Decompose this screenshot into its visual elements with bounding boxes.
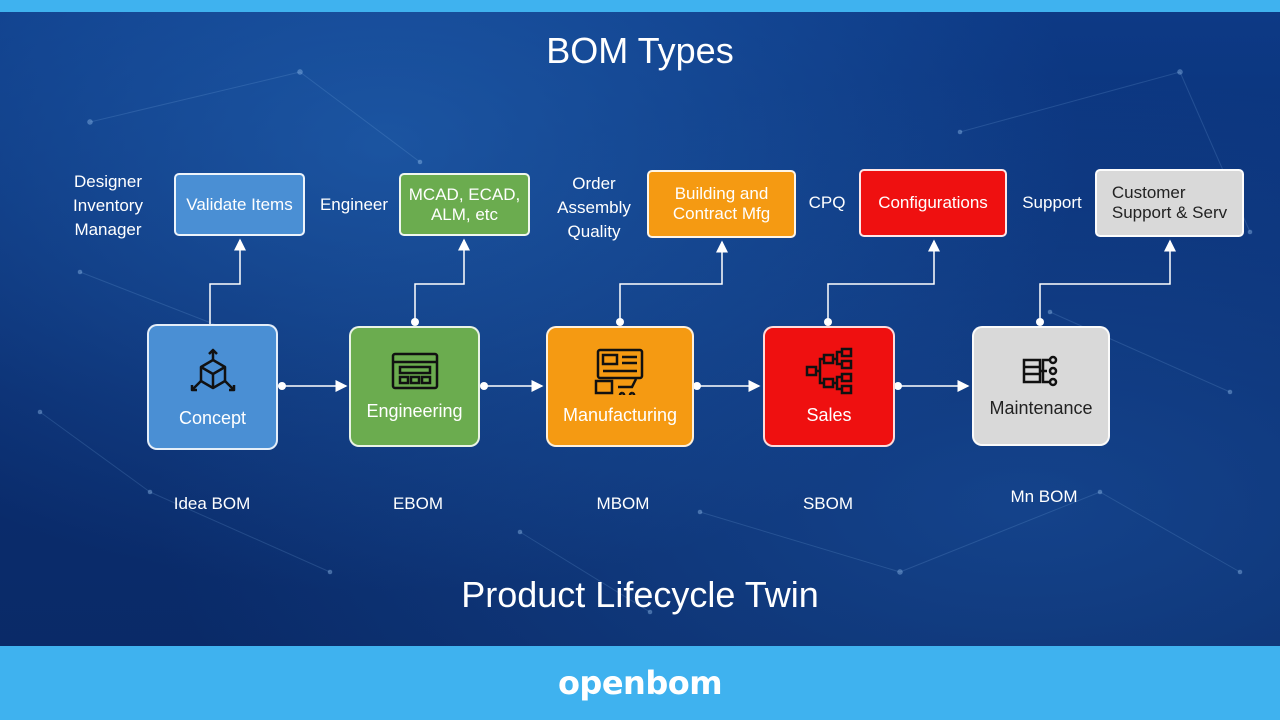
bom-label-idea: Idea BOM (173, 494, 251, 513)
output-box-mcad-ecad: MCAD, ECAD, ALM, etc (399, 173, 530, 236)
stage-label-manufacturing: Manufacturing (562, 405, 678, 425)
openbom-logo: openbom (557, 664, 723, 702)
brand-footer-bar: openbom (0, 646, 1280, 720)
network-background (37, 69, 1253, 615)
role-label-engineering: Engineer (319, 195, 389, 214)
stage-node-sales: Sales (763, 326, 895, 447)
output-box-building-contract: Building and Contract Mfg (647, 170, 796, 238)
stage-node-maintenance: Maintenance (972, 326, 1110, 446)
page-title: BOM Types (546, 30, 734, 71)
stage-label-sales: Sales (806, 405, 852, 425)
bom-label-sbom: SBOM (802, 494, 854, 513)
hierarchy-tree-icon (805, 347, 853, 395)
output-box-configurations: Configurations (859, 169, 1007, 237)
output-box-validate-items: Validate Items (174, 173, 305, 236)
factory-machine-icon (594, 348, 644, 395)
stage-node-manufacturing: Manufacturing (546, 326, 694, 447)
bom-label-mn-bom: Mn BOM (1010, 487, 1078, 506)
browser-window-icon (391, 352, 438, 390)
stage-label-engineering: Engineering (366, 401, 463, 421)
output-box-customer-support: Customer Support & Serv (1095, 169, 1244, 237)
stage-label-concept: Concept (178, 407, 247, 428)
stage-label-maintenance: Maintenance (989, 397, 1093, 418)
cube-network-icon (190, 348, 235, 391)
stage-node-engineering: Engineering (349, 326, 480, 447)
list-tree-icon (1022, 355, 1058, 386)
page-subtitle: Product Lifecycle Twin (461, 574, 819, 615)
stage-node-concept: Concept (147, 324, 278, 450)
role-label-maintenance: Support (1022, 193, 1082, 212)
bom-label-ebom: EBOM (392, 494, 444, 513)
role-label-manufacturing: Order Assembly Quality (557, 174, 631, 241)
role-label-sales: CPQ (808, 193, 846, 212)
bom-label-mbom: MBOM (596, 494, 650, 513)
role-label-concept: Designer Inventory Manager (73, 172, 143, 239)
top-accent-bar (0, 0, 1280, 12)
